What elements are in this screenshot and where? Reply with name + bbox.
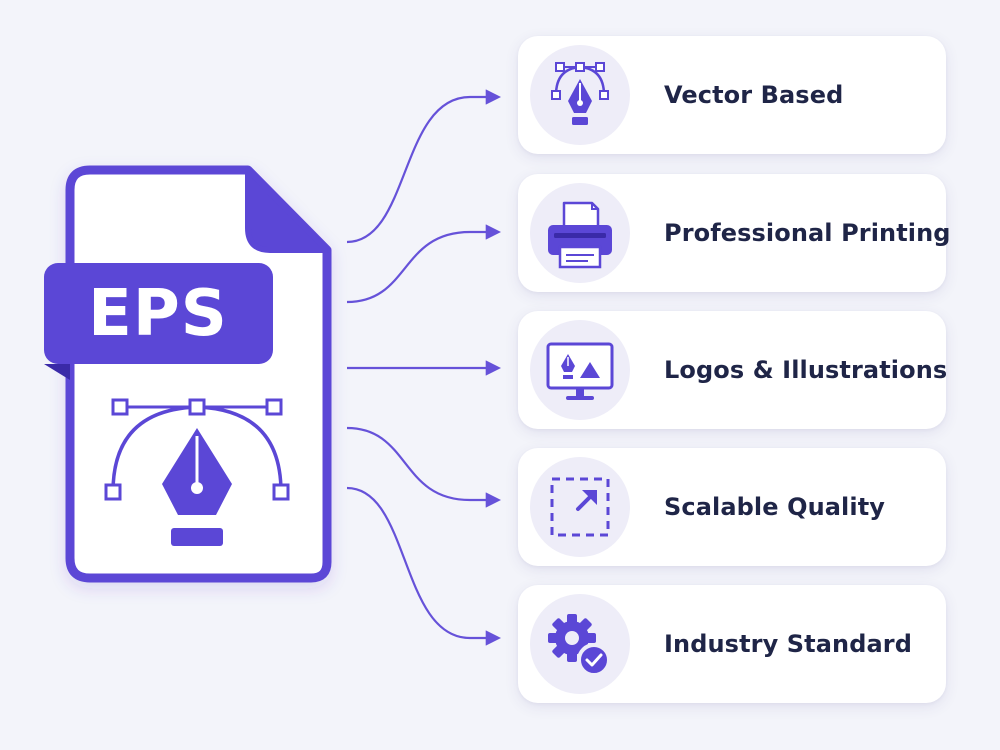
- feature-card-vector-based: Vector Based: [518, 36, 946, 154]
- feature-card-professional-printing: Professional Printing: [518, 174, 950, 292]
- eps-badge-text: EPS: [88, 277, 228, 351]
- connector-lines: [346, 89, 502, 646]
- connector-scalable-quality: [346, 426, 502, 508]
- badge-ribbon-fold: [44, 364, 70, 380]
- connector-vector-based: [346, 89, 502, 244]
- eps-badge: [44, 263, 273, 364]
- printer-icon: [548, 201, 612, 269]
- feature-card-scalable-quality: Scalable Quality: [518, 448, 946, 566]
- feature-card-logos-illustrations: Logos & Illustrations: [518, 311, 948, 429]
- monitor-icon: [546, 342, 614, 400]
- feature-label: Professional Printing: [664, 219, 951, 247]
- pen-tool-icon: [104, 398, 290, 546]
- connector-industry-standard: [346, 486, 502, 646]
- feature-card-industry-standard: Industry Standard: [518, 585, 946, 703]
- scale-icon: [550, 477, 610, 537]
- gear-check-icon: [548, 614, 611, 677]
- feature-label: Scalable Quality: [664, 493, 886, 521]
- connector-professional-printing: [346, 224, 502, 304]
- feature-label: Vector Based: [664, 81, 844, 109]
- feature-label: Logos & Illustrations: [664, 356, 948, 384]
- file-corner-fold: [245, 167, 330, 253]
- feature-label: Industry Standard: [664, 630, 913, 658]
- pen-tool-icon: [551, 62, 609, 125]
